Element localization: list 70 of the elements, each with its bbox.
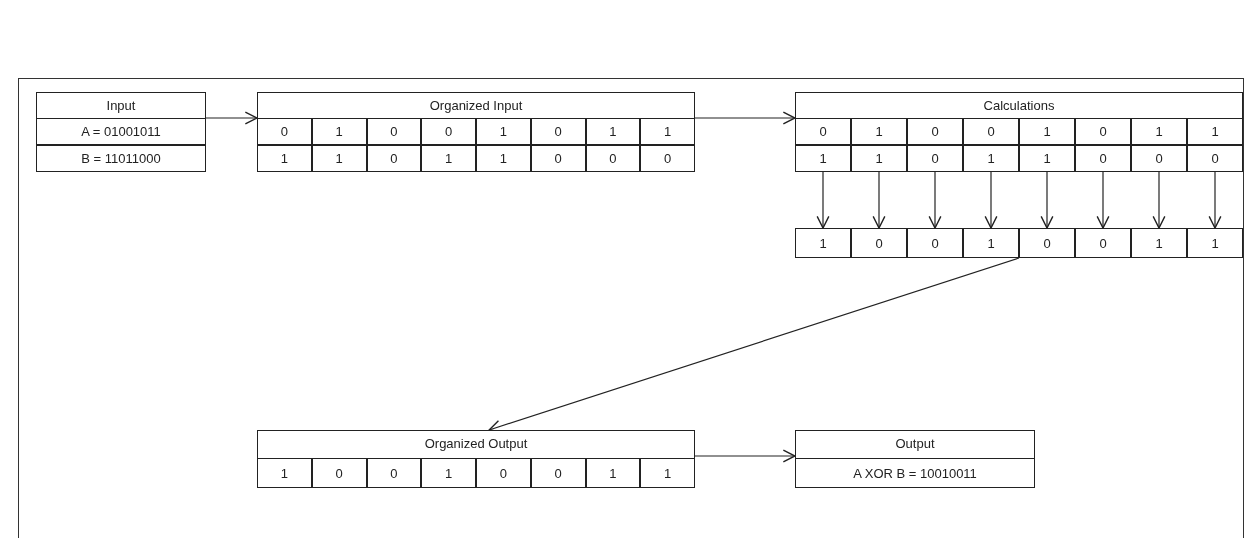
table-cell: 1 (1131, 228, 1187, 258)
table-cell: 1 (851, 118, 907, 145)
table-cell: 1 (795, 145, 851, 172)
table-cell: 1 (476, 145, 531, 172)
arrow (816, 171, 830, 229)
table-cell: 0 (366, 145, 422, 172)
table-cell: 0 (907, 145, 963, 172)
table-cell: 1 (640, 118, 695, 145)
table-cell: 1 (257, 145, 312, 172)
table-cell: 1 (311, 118, 367, 145)
arrow (984, 171, 998, 229)
table-cell: 0 (1187, 145, 1243, 172)
table-cell: 1 (795, 228, 851, 258)
table-cell: 1 (640, 458, 695, 488)
table-cell: 0 (1019, 228, 1075, 258)
table-cell: 0 (907, 228, 963, 258)
table-cell: 1 (1131, 118, 1187, 145)
table-cell: 1 (963, 228, 1019, 258)
table (795, 92, 1243, 172)
table-cell: 0 (1075, 228, 1131, 258)
table-cell: 0 (1075, 145, 1131, 172)
table-cell: 0 (640, 145, 695, 172)
table-cell: 1 (1187, 228, 1243, 258)
arrow (1208, 171, 1222, 229)
table (257, 92, 695, 172)
table-cell: 1 (311, 145, 367, 172)
table-header: Calculations (982, 97, 1056, 115)
table-cell: 0 (907, 118, 963, 145)
table-cell: 1 (585, 118, 641, 145)
table-cell: 0 (530, 118, 586, 145)
table-cell: 0 (311, 458, 367, 488)
table-header: Organized Input (428, 97, 524, 115)
table-cell: 0 (366, 458, 422, 488)
arrow (928, 171, 942, 229)
table-cell: 1 (476, 118, 531, 145)
table-cell: 0 (421, 118, 476, 145)
table-cell: 1 (851, 145, 907, 172)
table-cell: 0 (366, 118, 422, 145)
table-header: Organized Output (423, 435, 529, 453)
table-cell: 0 (530, 145, 586, 172)
table-cell: 0 (1075, 118, 1131, 145)
arrow (694, 111, 796, 125)
table-cell: 0 (851, 228, 907, 258)
table-cell: 1 (421, 458, 476, 488)
arrow (694, 449, 796, 463)
table-cell: 0 (963, 118, 1019, 145)
table-cell: A = 01001011 (36, 118, 206, 145)
table-cell: 1 (963, 145, 1019, 172)
table-header: Input (105, 97, 137, 115)
table-cell: 1 (257, 458, 312, 488)
arrow (1040, 171, 1054, 229)
arrow (205, 111, 258, 125)
arrow (872, 171, 886, 229)
table-cell: 0 (530, 458, 586, 488)
table (257, 430, 695, 488)
table-cell: 0 (257, 118, 312, 145)
table-cell: 1 (1187, 118, 1243, 145)
table-cell: 1 (1019, 145, 1075, 172)
table-cell: 1 (421, 145, 476, 172)
table-header: Output (894, 435, 936, 453)
table-cell: 0 (585, 145, 641, 172)
table-cell: 1 (1019, 118, 1075, 145)
table (795, 430, 1035, 488)
table-cell: 0 (795, 118, 851, 145)
table-cell: 0 (476, 458, 531, 488)
table-cell: 0 (1131, 145, 1187, 172)
table-cell: 1 (585, 458, 641, 488)
arrow (1152, 171, 1166, 229)
arrow (1096, 171, 1110, 229)
table (36, 92, 206, 172)
